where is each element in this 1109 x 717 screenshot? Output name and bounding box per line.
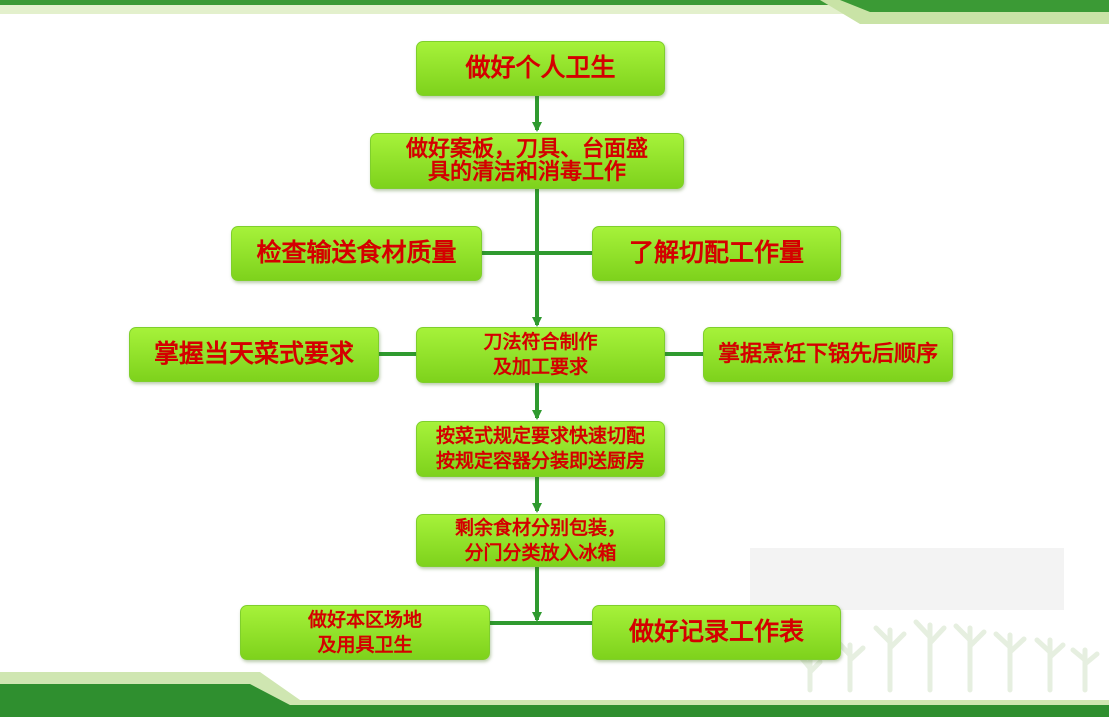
step-master-dish-requirements: 掌握当天菜式要求 xyxy=(129,327,379,382)
step-clean-disinfect-label: 做好案板，刀具、台面盛 具的清洁和消毒工作 xyxy=(405,135,648,185)
step-master-cooking-order: 掌据烹饪下锅先后顺序 xyxy=(703,327,953,382)
step-knife-method-label: 刀法符合制作 及加工要求 xyxy=(483,331,598,378)
step-check-quality-label: 检查输送食材质量 xyxy=(256,238,457,268)
step-package-leftovers: 剩余食材分别包装， 分门分类放入冰箱 xyxy=(416,514,665,567)
step-cut-and-deliver: 按菜式规定要求快速切配 按规定容器分装即送厨房 xyxy=(416,421,665,477)
top-right-band-dark xyxy=(840,0,1109,12)
step-personal-hygiene-label: 做好个人卫生 xyxy=(465,53,616,83)
step-package-leftovers-label: 剩余食材分别包装， 分门分类放入冰箱 xyxy=(454,516,626,564)
step-knife-method: 刀法符合制作 及加工要求 xyxy=(416,327,665,383)
step-clean-area: 做好本区场地 及用具卫生 xyxy=(240,605,490,660)
step-master-cooking-order-label: 掌据烹饪下锅先后顺序 xyxy=(717,340,938,367)
sprout-decoration xyxy=(797,619,1100,693)
gray-panel xyxy=(750,548,1064,610)
step-understand-workload: 了解切配工作量 xyxy=(592,226,841,281)
step-cut-and-deliver-label: 按菜式规定要求快速切配 按规定容器分装即送厨房 xyxy=(435,425,645,472)
step-personal-hygiene: 做好个人卫生 xyxy=(416,41,665,96)
step-clean-area-label: 做好本区场地 及用具卫生 xyxy=(307,608,422,656)
step-clean-disinfect: 做好案板，刀具、台面盛 具的清洁和消毒工作 xyxy=(370,133,684,189)
step-master-dish-requirements-label: 掌握当天菜式要求 xyxy=(153,339,354,369)
step-record-worksheet: 做好记录工作表 xyxy=(592,605,841,660)
bottom-band-dark xyxy=(0,684,1109,717)
top-band-dark xyxy=(0,0,1109,5)
step-understand-workload-label: 了解切配工作量 xyxy=(628,238,804,268)
step-check-quality: 检查输送食材质量 xyxy=(231,226,482,281)
step-record-worksheet-label: 做好记录工作表 xyxy=(628,617,804,647)
